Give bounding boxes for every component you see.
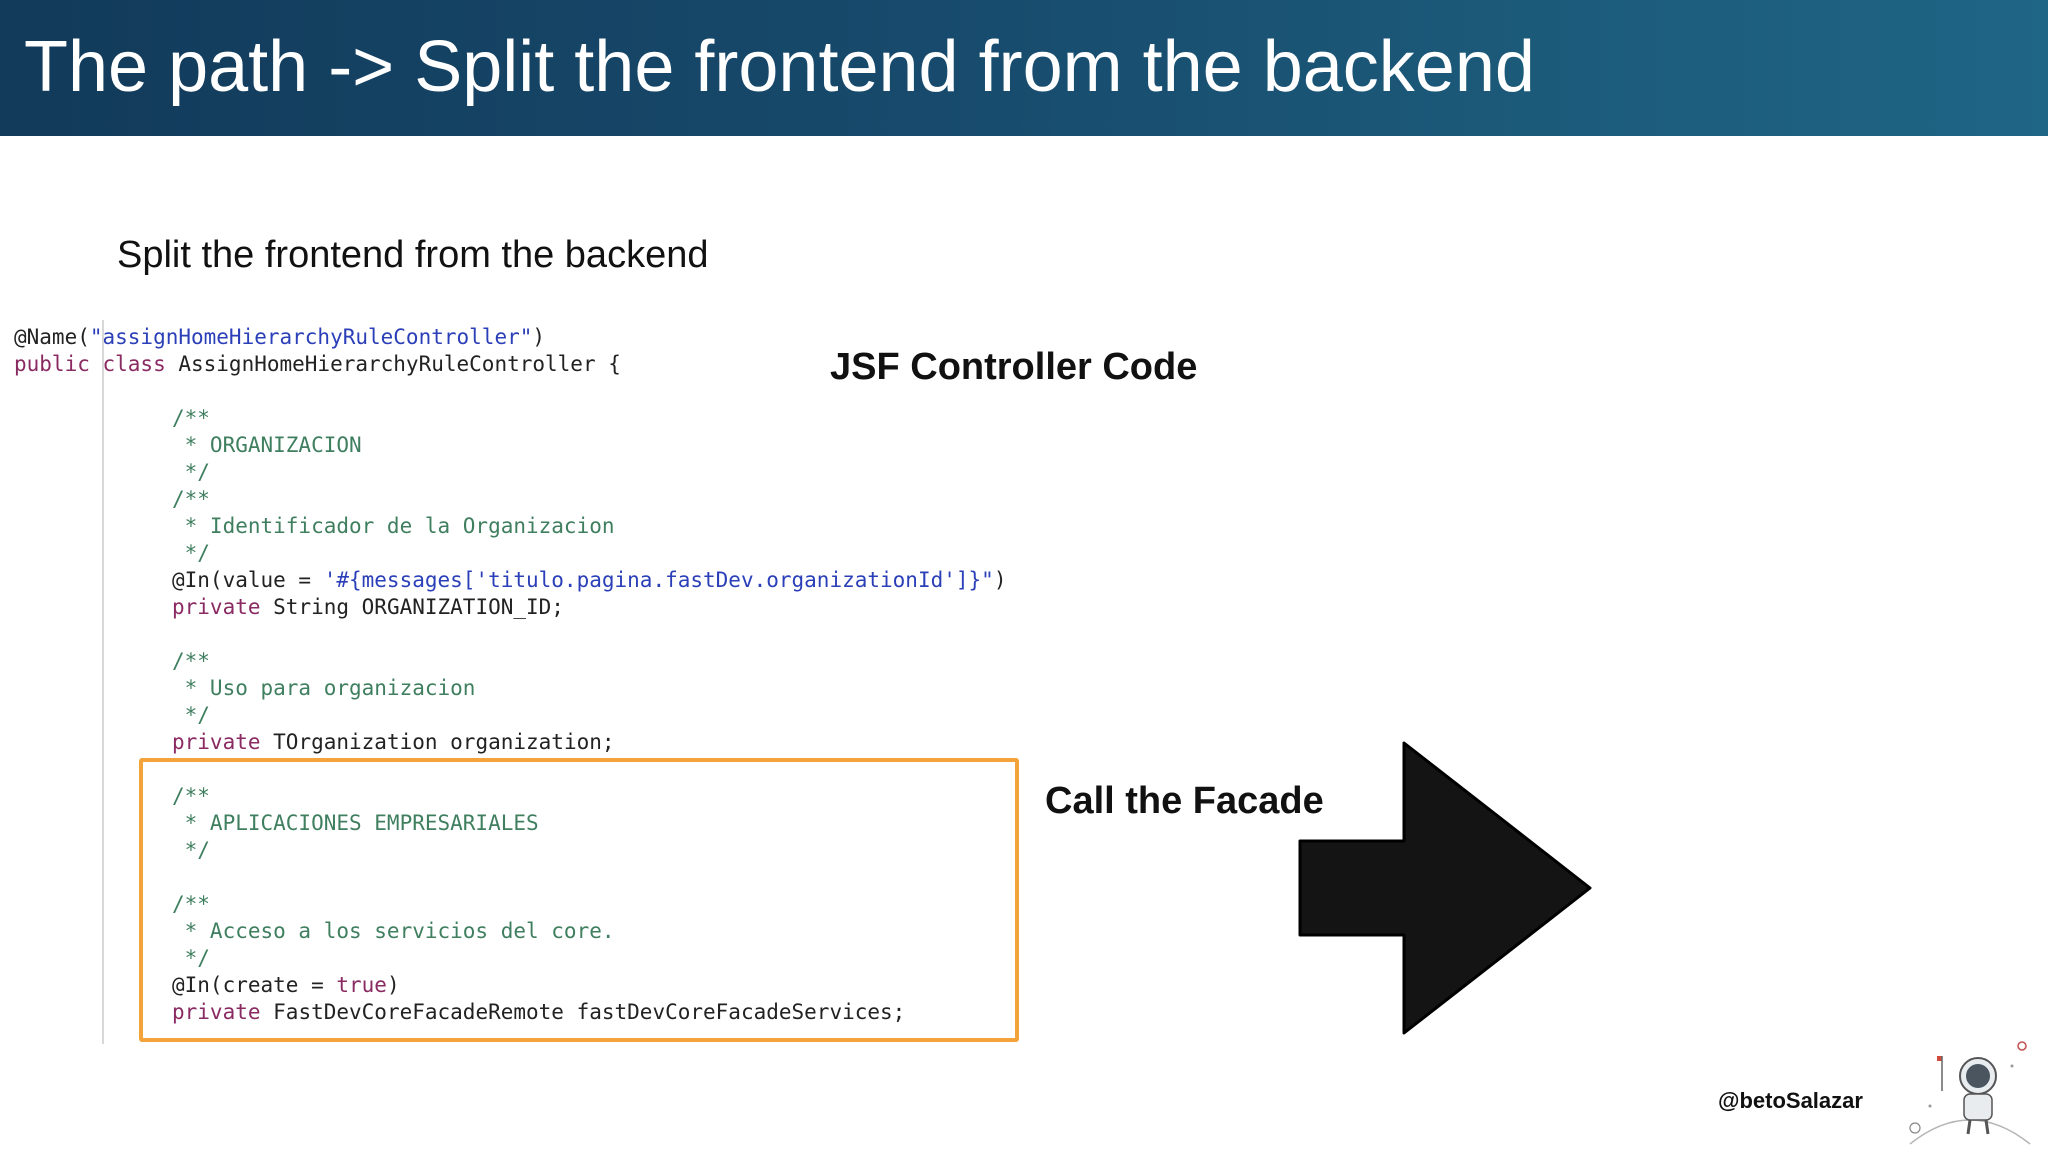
call-facade-callout: Call the Facade	[1045, 780, 1324, 822]
code-line-comment: /**	[172, 892, 210, 916]
code-line-comment: * Identificador de la Organizacion	[172, 514, 615, 538]
code-line-comment: */	[172, 946, 210, 970]
code-line-field: private String ORGANIZATION_ID;	[172, 595, 564, 619]
code-line-comment: */	[172, 541, 210, 565]
slide-subtitle: Split the frontend from the backend	[117, 234, 709, 276]
code-line-comment: * Uso para organizacion	[172, 676, 476, 700]
code-line-comment: */	[172, 703, 210, 727]
slide-title: The path -> Split the frontend from the …	[24, 27, 1535, 107]
code-line-field: private TOrganization organization;	[172, 730, 615, 754]
facade-highlight-box	[139, 758, 1019, 1042]
code-line-comment: * Acceso a los servicios del core.	[172, 919, 615, 943]
code-line-comment: * ORGANIZACION	[172, 433, 362, 457]
code-line-comment: /**	[172, 406, 210, 430]
code-line-comment: /**	[172, 649, 210, 673]
code-line-comment: * APLICACIONES EMPRESARIALES	[172, 811, 539, 835]
code-line-inject-annotation: @In(value = '#{messages['titulo.pagina.f…	[172, 568, 1007, 592]
right-arrow-icon	[1298, 741, 1592, 1035]
author-handle: @betoSalazar	[1718, 1088, 1863, 1113]
code-line-comment: */	[172, 460, 210, 484]
astronaut-logo-icon	[1909, 1041, 2031, 1145]
code-line-comment: /**	[172, 487, 210, 511]
code-line-facade-field: private FastDevCoreFacadeRemote fastDevC…	[172, 1000, 906, 1024]
code-line-class-declaration: public class AssignHomeHierarchyRuleCont…	[14, 352, 621, 376]
code-line-comment: */	[172, 838, 210, 862]
code-line-comment: /**	[172, 784, 210, 808]
code-screenshot	[102, 320, 1114, 1044]
code-line-name-annotation: @Name("assignHomeHierarchyRuleController…	[14, 325, 546, 349]
code-line-inject-annotation: @In(create = true)	[172, 973, 400, 997]
jsf-controller-callout: JSF Controller Code	[830, 346, 1198, 388]
title-banner: The path -> Split the frontend from the …	[0, 0, 2048, 136]
